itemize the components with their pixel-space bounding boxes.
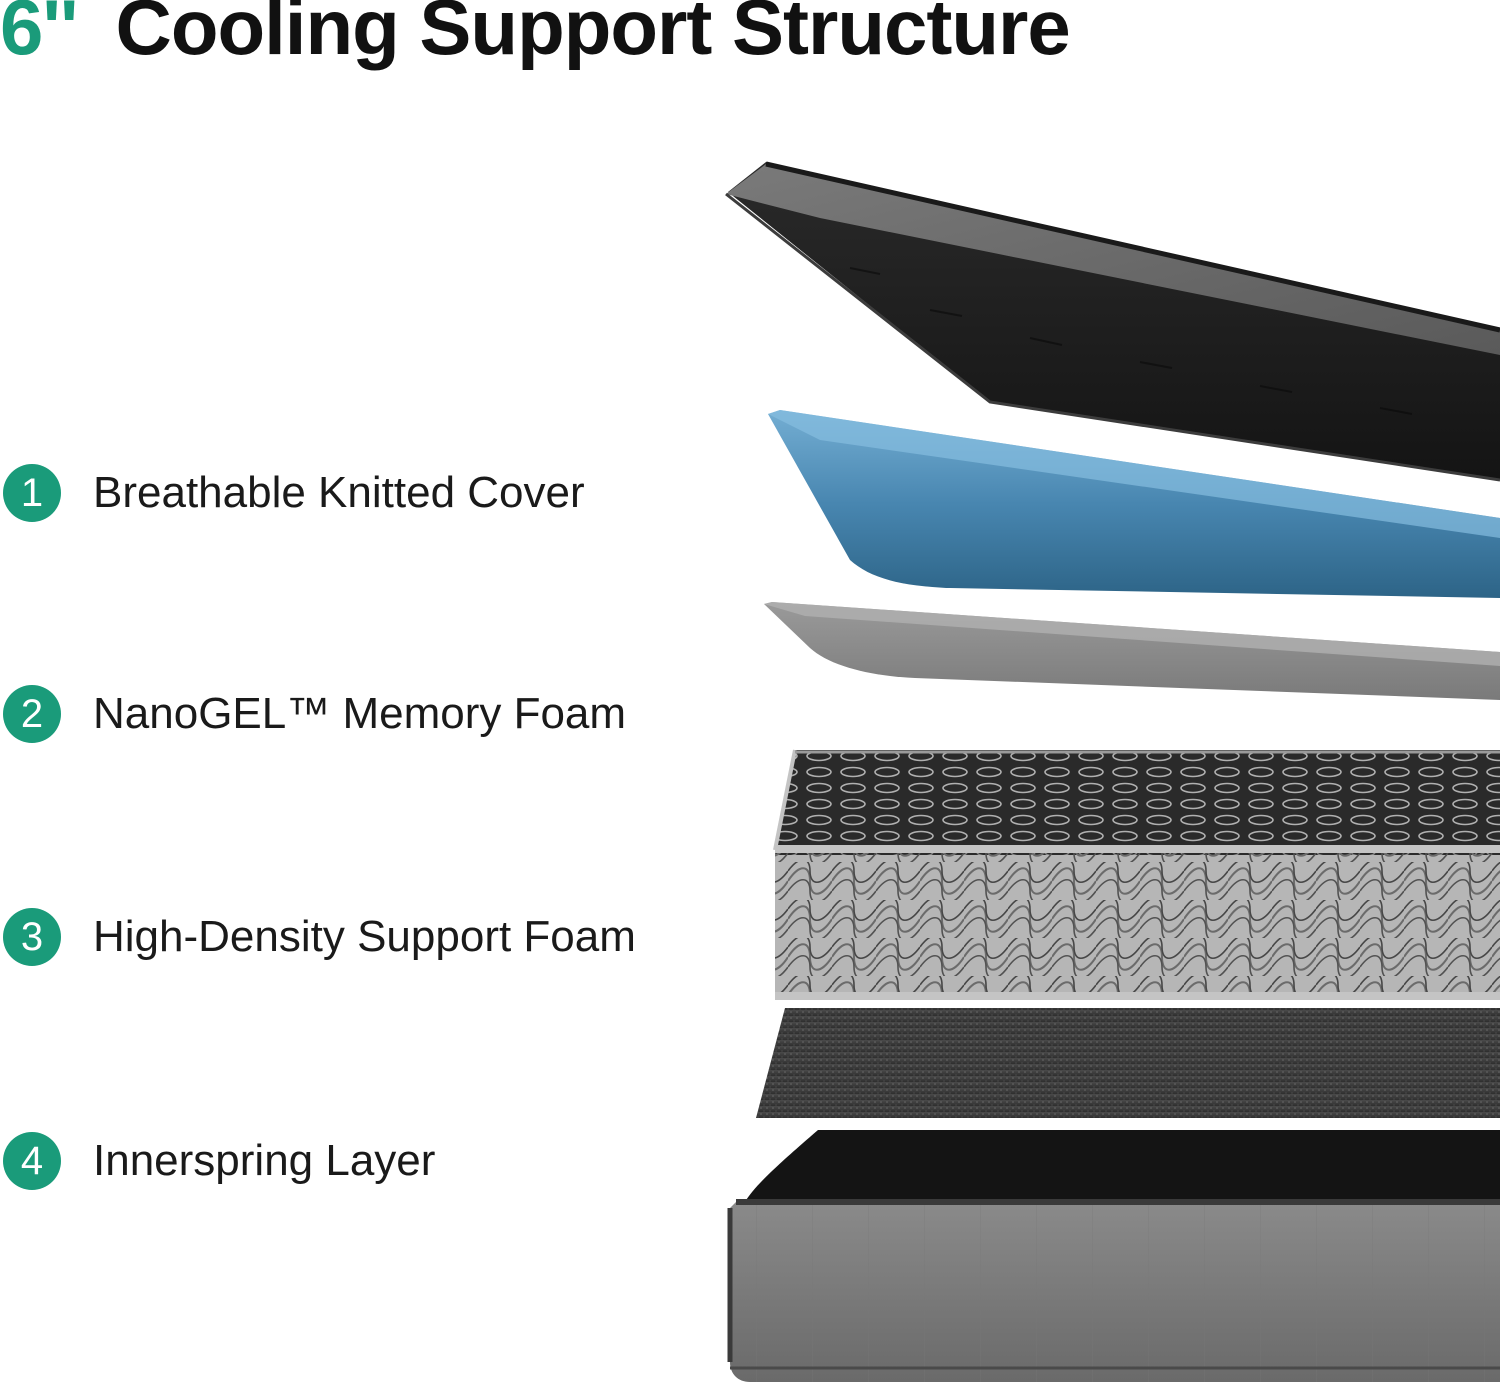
layer-label-1: Breathable Knitted Cover: [93, 468, 585, 517]
layer-label-2: NanoGEL™ Memory Foam: [93, 689, 627, 738]
gel-foam-layer: [768, 410, 1500, 598]
layer-item-4: 4 Innerspring Layer: [3, 1131, 435, 1191]
mattress-layers-illustration: [725, 161, 1500, 1382]
mattress-thickness: 6'': [0, 0, 78, 71]
layer-item-2: 2 NanoGEL™ Memory Foam: [3, 684, 626, 744]
layer-list: 1 Breathable Knitted Cover 2 NanoGEL™ Me…: [0, 0, 740, 1387]
number-badge-3: 3: [3, 908, 61, 966]
felt-pad: [756, 1008, 1500, 1118]
number-badge-4: 4: [3, 1132, 61, 1190]
innerspring-layer: [773, 749, 1500, 1000]
layer-label-4: Innerspring Layer: [93, 1136, 436, 1185]
number-badge-2: 2: [3, 685, 61, 743]
cover-layer: [725, 161, 1500, 482]
layer-label-3: High-Density Support Foam: [93, 912, 636, 961]
support-foam-layer: [764, 602, 1500, 700]
number-badge-1: 1: [3, 464, 61, 522]
page-title: 6''Cooling Support Structure: [0, 0, 1071, 66]
mattress-base: [727, 1130, 1500, 1382]
layer-item-3: 3 High-Density Support Foam: [3, 907, 636, 967]
title-text: Cooling Support Structure: [115, 0, 1070, 71]
layer-item-1: 1 Breathable Knitted Cover: [3, 463, 585, 523]
